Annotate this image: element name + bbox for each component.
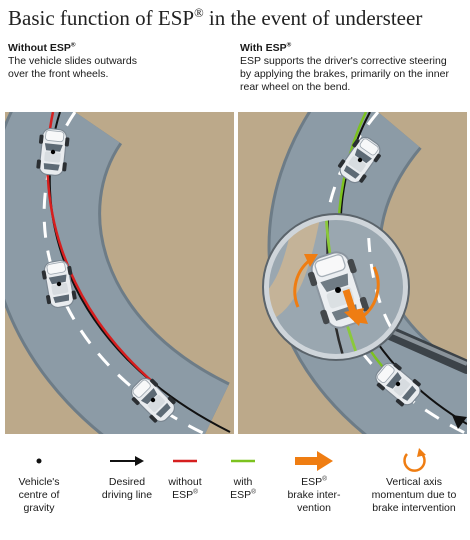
magnifier-handle-highlight <box>387 328 467 366</box>
legend-item-brake-intervention: ESP® brake inter- vention <box>278 446 350 515</box>
with-esp-illustration <box>238 112 467 434</box>
rotation-arrow-icon <box>403 448 426 472</box>
with-esp-description-line: rear wheel on the bend. <box>240 81 351 93</box>
legend-item-vertical-axis-momentum: Vertical axis momentum due to brake inte… <box>362 446 466 515</box>
centre-of-gravity-dot <box>50 149 56 155</box>
magnifier-rim <box>262 213 410 361</box>
green-line-icon <box>231 459 255 463</box>
page-title: Basic function of ESP® in the event of u… <box>8 6 423 30</box>
rotation-arrow <box>293 258 311 308</box>
legend-item-desired-driving-line: Desired driving line <box>88 446 166 502</box>
with-esp-caption: With ESP® ESP supports the driver's corr… <box>240 42 465 94</box>
rotation-arrow <box>361 266 380 319</box>
legend-item-with-esp: with ESP® <box>218 446 268 502</box>
red-line-icon <box>173 459 197 463</box>
without-esp-illustration <box>5 112 234 434</box>
with-esp-heading: With ESP® <box>240 41 292 54</box>
legend-item-centre-of-gravity: Vehicle's centre of gravity <box>8 446 70 515</box>
without-esp-description-line: over the front wheels. <box>8 68 109 80</box>
legend: Vehicle's centre of gravity Desired driv… <box>0 446 470 536</box>
centre-of-gravity-dot <box>395 381 401 387</box>
without-esp-heading: Without ESP® <box>8 41 76 54</box>
centre-of-gravity-dot <box>357 157 363 163</box>
desired-line-arrowhead <box>452 415 467 429</box>
centre-of-gravity-dot <box>56 281 62 287</box>
magnifier-lens <box>263 214 409 360</box>
orange-arrow-icon <box>295 451 333 471</box>
centre-of-gravity-dot <box>335 287 341 293</box>
legend-item-without-esp: without ESP® <box>160 446 210 502</box>
without-esp-caption: Without ESP® The vehicle slides outwards… <box>8 42 233 81</box>
with-esp-description-line: ESP supports the driver's corrective ste… <box>240 55 447 67</box>
rotation-arrowhead <box>304 254 318 267</box>
centre-of-gravity-dot <box>150 397 156 403</box>
black-arrow-icon <box>110 456 144 466</box>
with-esp-description-line: by applying the brakes, primarily on the… <box>240 68 449 80</box>
brake-intervention-arrowhead <box>344 308 364 326</box>
dot-icon <box>36 458 42 464</box>
without-esp-description-line: The vehicle slides outwards <box>8 55 137 67</box>
